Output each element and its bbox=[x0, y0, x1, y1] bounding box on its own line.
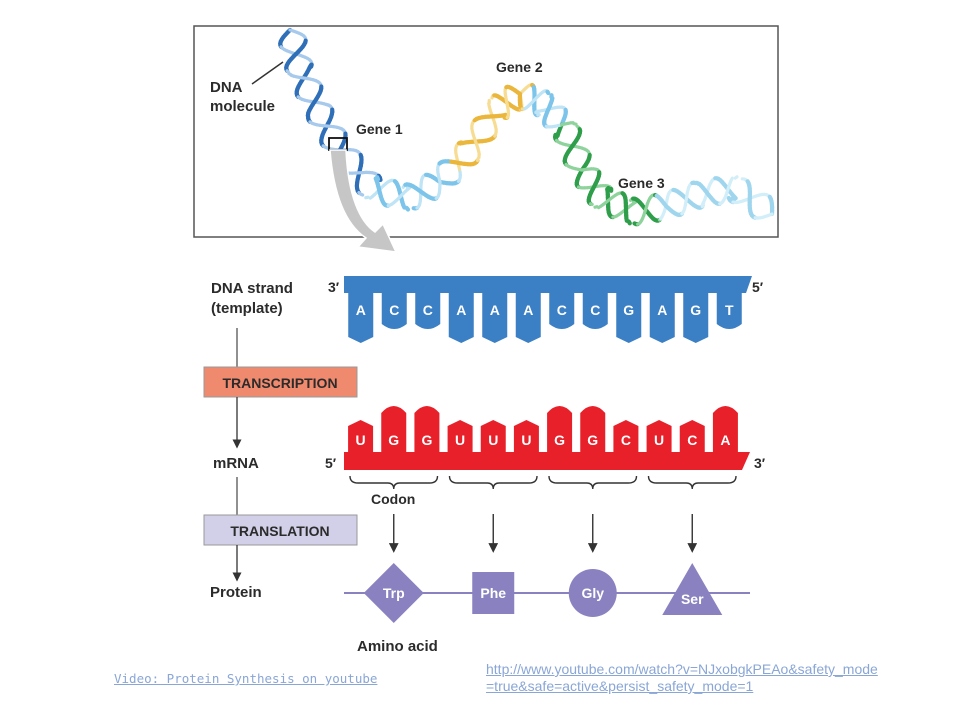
dna-base-letter: C bbox=[423, 302, 433, 318]
dna-base-letter: A bbox=[490, 302, 500, 318]
dna-base bbox=[549, 293, 575, 329]
dna-base-letter: C bbox=[590, 302, 600, 318]
dna-molecule-label: DNA molecule bbox=[210, 79, 275, 115]
codon-brace bbox=[448, 475, 538, 490]
dna-base bbox=[582, 293, 608, 329]
mrna-base-letter: G bbox=[587, 432, 598, 448]
dna-base bbox=[649, 293, 675, 343]
mrna-base-letter: U bbox=[356, 432, 366, 448]
mrna-base-letter: C bbox=[621, 432, 631, 448]
amino-acid-triangle bbox=[662, 563, 723, 615]
dna-base-letter: C bbox=[557, 302, 567, 318]
mrna-base bbox=[414, 406, 440, 452]
mrna-base-letter: A bbox=[720, 432, 730, 448]
mrna-base-letter: U bbox=[521, 432, 531, 448]
amino-acid-label: Amino acid bbox=[357, 638, 438, 655]
mrna-base bbox=[712, 406, 738, 452]
dna-base bbox=[616, 293, 642, 343]
gene-3-label: Gene 3 bbox=[618, 175, 665, 191]
mrna-base bbox=[679, 420, 705, 452]
mrna-base-letter: U bbox=[488, 432, 498, 448]
mrna-base-letter: G bbox=[388, 432, 399, 448]
video-link[interactable]: Video: Protein Synthesis on youtube bbox=[114, 671, 378, 686]
protein-label: Protein bbox=[210, 584, 262, 601]
mrna-label: mRNA bbox=[213, 455, 259, 472]
dna-base bbox=[482, 293, 508, 343]
gene-1-label: Gene 1 bbox=[356, 121, 403, 137]
translation-box bbox=[203, 514, 358, 546]
codon-brace bbox=[548, 475, 638, 490]
dna-base-letter: G bbox=[623, 302, 634, 318]
amino-acid-name: Phe bbox=[480, 585, 506, 601]
mrna-base-letter: U bbox=[654, 432, 664, 448]
dna-base bbox=[448, 293, 474, 343]
mrna-base bbox=[646, 420, 672, 452]
dna-base-letter: C bbox=[389, 302, 399, 318]
mrna-3prime-end: 3′ bbox=[754, 455, 766, 471]
mrna-base bbox=[513, 420, 539, 452]
gene-2-label: Gene 2 bbox=[496, 59, 543, 75]
url-line-1: http://www.youtube.com/watch?v=NJxobgkPE… bbox=[486, 661, 878, 677]
amino-acid-square bbox=[472, 572, 515, 614]
dna-molecule-panel bbox=[193, 25, 779, 238]
mrna-base-letter: G bbox=[554, 432, 565, 448]
dna-base bbox=[515, 293, 541, 343]
codon-brace bbox=[349, 475, 439, 490]
mrna-base-letter: U bbox=[455, 432, 465, 448]
dna-base-letter: A bbox=[356, 302, 366, 318]
mrna-base bbox=[447, 420, 473, 452]
transcription-label: TRANSCRIPTION bbox=[222, 375, 337, 391]
dna-base-letter: T bbox=[725, 302, 734, 318]
dna-5prime-end: 5′ bbox=[752, 279, 764, 295]
url-line-2: =true&safe=active&persist_safety_mode=1 bbox=[486, 678, 754, 694]
dna-base-letter: A bbox=[657, 302, 667, 318]
codon-label: Codon bbox=[371, 491, 415, 507]
amino-acid-circle bbox=[568, 569, 617, 617]
dna-strand-label: DNA strand (template) bbox=[211, 280, 297, 317]
dna-base bbox=[415, 293, 441, 329]
mrna-base bbox=[348, 420, 374, 452]
dna-base-letter: G bbox=[690, 302, 701, 318]
mrna-base-letter: G bbox=[421, 432, 432, 448]
dna-base-letter: A bbox=[456, 302, 466, 318]
mrna-base bbox=[547, 406, 573, 452]
mrna-base bbox=[580, 406, 606, 452]
codon-brackets bbox=[349, 475, 737, 553]
youtube-url-link[interactable]: http://www.youtube.com/watch?v=NJxobgkPE… bbox=[486, 661, 946, 695]
mrna-base-letter: C bbox=[687, 432, 697, 448]
translation-label: TRANSLATION bbox=[230, 523, 329, 539]
mrna-base bbox=[613, 420, 639, 452]
dna-3prime-end: 3′ bbox=[328, 279, 340, 295]
dna-base bbox=[683, 293, 709, 343]
dna-base bbox=[348, 293, 374, 343]
dna-label-pointer bbox=[251, 61, 284, 85]
amino-acid-name: Gly bbox=[581, 585, 604, 601]
mrna-5prime-end: 5′ bbox=[325, 455, 337, 471]
transcription-box bbox=[203, 366, 358, 398]
amino-acid-chain: Trp Phe Gly Ser bbox=[363, 563, 723, 623]
dna-base bbox=[716, 293, 742, 329]
mrna-base bbox=[381, 406, 407, 452]
codon-brace bbox=[647, 475, 737, 490]
mrna-base bbox=[480, 420, 506, 452]
amino-acid-name: Ser bbox=[681, 591, 704, 607]
dna-double-helix bbox=[278, 27, 775, 227]
dna-base bbox=[381, 293, 407, 329]
dna-base-letter: A bbox=[523, 302, 533, 318]
amino-acid-diamond bbox=[363, 563, 424, 623]
amino-acid-name: Trp bbox=[383, 585, 405, 601]
zoom-arrow bbox=[329, 149, 398, 253]
